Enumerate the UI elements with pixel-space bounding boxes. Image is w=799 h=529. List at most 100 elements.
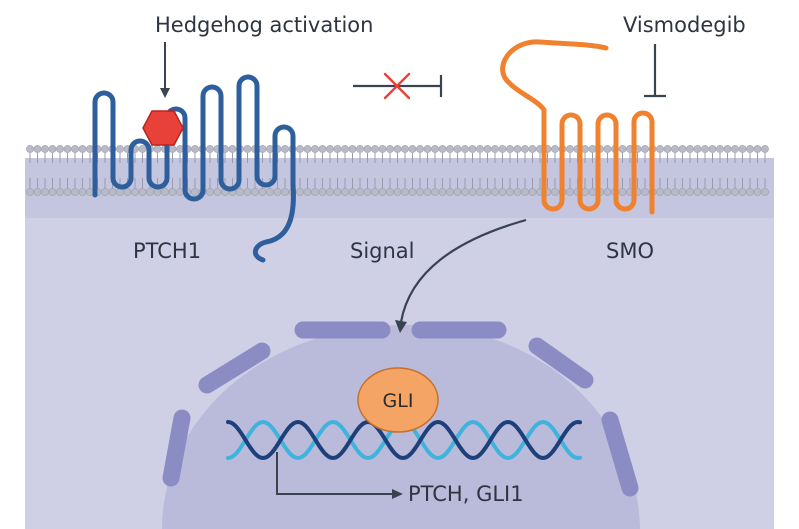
lipid-head	[491, 188, 499, 196]
lipid-head	[521, 188, 529, 196]
lipid-head	[641, 188, 649, 196]
lipid-head	[663, 145, 672, 153]
lipid-head	[33, 145, 42, 153]
lipid-head	[213, 188, 222, 196]
signal-label: Signal	[350, 239, 415, 263]
lipid-head	[63, 188, 72, 196]
lipid-head	[671, 145, 679, 153]
lipid-head	[753, 145, 762, 153]
lipid-head	[686, 145, 694, 153]
lipid-head	[33, 188, 42, 196]
nuclear-pore-segment	[601, 411, 639, 497]
ptch1-receptor	[92, 74, 296, 263]
lipid-head	[356, 188, 364, 196]
lipid-head	[701, 188, 709, 196]
cytoplasm-upper-band	[25, 158, 774, 218]
lipid-head	[341, 145, 349, 153]
lipid-head	[693, 145, 702, 153]
lipid-head	[731, 145, 739, 153]
lipid-head	[476, 145, 484, 153]
lipid-head	[326, 145, 334, 153]
lipid-head	[71, 188, 79, 196]
lipid-head	[618, 188, 627, 196]
lipid-head	[296, 145, 304, 153]
lipid-head	[701, 145, 709, 153]
lipid-head	[498, 145, 507, 153]
lipid-head	[318, 188, 327, 196]
lipid-head	[423, 188, 432, 196]
lipid-head	[116, 145, 124, 153]
lipid-head	[333, 145, 342, 153]
lipid-head	[686, 188, 694, 196]
lipid-head	[723, 145, 732, 153]
lipid-head	[318, 145, 327, 153]
lipid-head	[446, 188, 454, 196]
lipid-head	[48, 145, 57, 153]
lipid-head	[386, 188, 394, 196]
transcription-arrowhead-icon	[392, 489, 403, 499]
lipid-head	[303, 145, 312, 153]
lipid-head	[101, 188, 109, 196]
lipid-head	[483, 145, 492, 153]
lipid-head	[311, 188, 319, 196]
lipid-head	[656, 145, 664, 153]
lipid-head	[101, 145, 109, 153]
lipid-head	[78, 145, 87, 153]
lipid-head	[678, 188, 687, 196]
lipid-head	[48, 188, 57, 196]
lipid-head	[476, 188, 484, 196]
lipid-head	[393, 145, 402, 153]
lipid-head	[663, 188, 672, 196]
lipid-head	[56, 188, 64, 196]
lipid-head	[416, 145, 424, 153]
lipid-head	[708, 188, 717, 196]
gli-label: GLI	[383, 390, 414, 412]
lipid-head	[243, 145, 252, 153]
lipid-head	[521, 145, 529, 153]
lipid-head	[723, 188, 732, 196]
lipid-head	[228, 145, 237, 153]
lipid-head	[386, 145, 394, 153]
lipid-head	[408, 188, 417, 196]
lipid-head	[408, 145, 417, 153]
lipid-head	[618, 145, 627, 153]
lipid-head	[468, 188, 477, 196]
lipid-head	[671, 188, 679, 196]
smo-label: SMO	[606, 239, 654, 263]
lipid-head	[41, 145, 49, 153]
lipid-head	[761, 145, 769, 153]
lipid-head	[528, 188, 537, 196]
lipid-head	[401, 145, 409, 153]
lipid-head	[296, 188, 304, 196]
lipid-head	[431, 188, 439, 196]
lipid-head	[348, 145, 357, 153]
lipid-head	[206, 188, 214, 196]
target-genes-label: PTCH, GLI1	[408, 482, 524, 506]
lipid-head	[468, 145, 477, 153]
lipid-head	[498, 188, 507, 196]
signal-arrowhead-icon	[395, 320, 407, 333]
lipid-head	[341, 188, 349, 196]
lipid-head	[746, 188, 754, 196]
lipid-head	[236, 188, 244, 196]
lipid-head	[146, 188, 154, 196]
lipid-head	[528, 145, 537, 153]
lipid-head	[378, 145, 387, 153]
lipid-head	[678, 145, 687, 153]
lipid-head	[378, 188, 387, 196]
lipid-head	[161, 188, 169, 196]
lipid-head	[371, 188, 379, 196]
lipid-head	[266, 188, 274, 196]
lipid-head	[423, 145, 432, 153]
dna-strand-dark	[226, 419, 582, 460]
lipid-head	[491, 145, 499, 153]
lipid-head	[243, 188, 252, 196]
lipid-head	[588, 145, 597, 153]
blocked-inhibition-icon	[353, 72, 443, 100]
gli-protein	[357, 367, 439, 433]
lipid-head	[191, 188, 199, 196]
lipid-head	[371, 145, 379, 153]
transcription-arrow	[276, 452, 394, 495]
ptch1-label: PTCH1	[133, 239, 201, 263]
